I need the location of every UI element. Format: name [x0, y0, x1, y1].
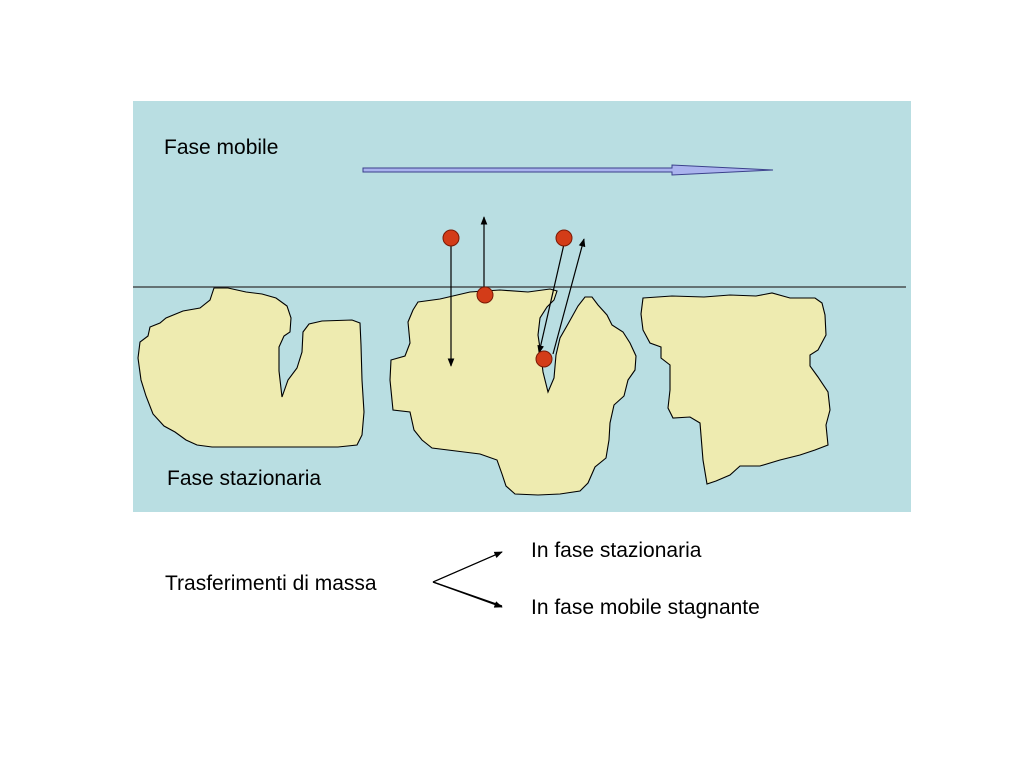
stationary-particle-right [640, 292, 831, 485]
option-stagnant-label: In fase mobile stagnante [531, 596, 760, 619]
molecule-dot [476, 286, 494, 304]
pore-entry-arrow [537, 243, 565, 354]
flow-arrow [362, 164, 774, 176]
stationary-phase-label: Fase stazionaria [167, 467, 322, 490]
pore-exit-arrow [552, 238, 586, 355]
mass-transfer-label: Trasferimenti di massa [165, 572, 377, 595]
mobile-phase-label: Fase mobile [164, 136, 279, 159]
molecule-dot [555, 229, 573, 247]
branch-arrows [432, 551, 503, 607]
molecule-dot [535, 350, 553, 368]
option-stationary-label: In fase stazionaria [531, 539, 702, 562]
molecule-dot [442, 229, 460, 247]
branch-arrow-upper [432, 551, 503, 583]
stationary-particle-left [137, 287, 365, 448]
branch-arrow-lower [432, 581, 503, 608]
